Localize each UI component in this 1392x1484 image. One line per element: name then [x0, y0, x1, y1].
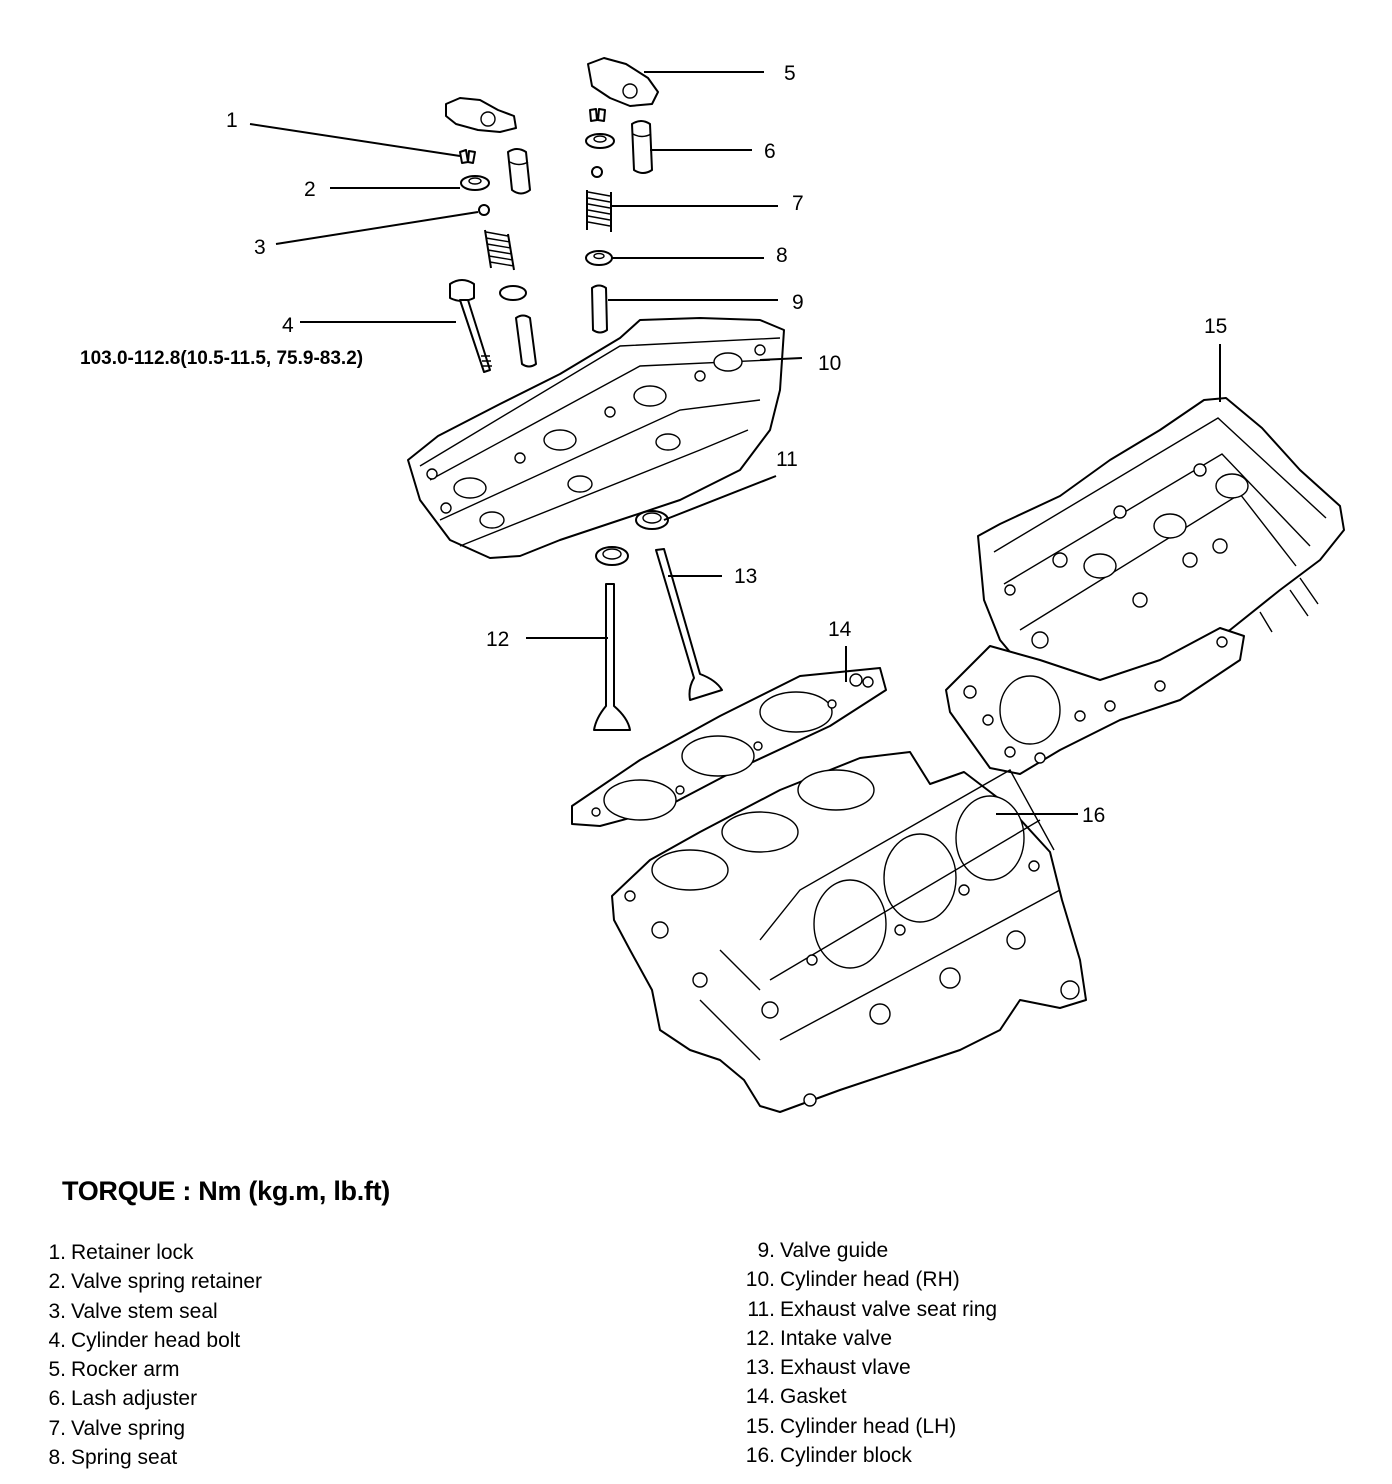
leader-lines: [249, 71, 1221, 815]
parts-legend-right: 9.Valve guide 10.Cylinder head (RH) 11.E…: [741, 1236, 997, 1470]
head-gasket-lh: [945, 627, 1245, 775]
callout-9: 9: [792, 291, 804, 314]
callout-4: 4: [282, 314, 294, 337]
legend-item: 14.Gasket: [745, 1385, 847, 1409]
cylinder-head-bolt: [449, 279, 492, 373]
valve-spring-center: [586, 190, 612, 232]
lash-adjuster-center: [631, 120, 653, 174]
legend-item: 2.Valve spring retainer: [48, 1270, 263, 1294]
legend-item: 8.Spring seat: [48, 1446, 178, 1470]
callout-15: 15: [1204, 315, 1227, 338]
callout-10: 10: [818, 352, 841, 375]
exploded-engine-diagram: 1 2 3 4 5 6 7 8 9 10 11 12 13 14 15 16 1…: [80, 57, 1345, 1113]
valve-guide-left: [515, 314, 537, 368]
retainer-lock-left: [459, 149, 476, 164]
callout-6: 6: [764, 140, 776, 163]
legend-item: 3.Valve stem seal: [48, 1299, 218, 1323]
legend-item: 13.Exhaust vlave: [745, 1356, 911, 1380]
legend-item: 9.Valve guide: [757, 1239, 889, 1262]
callout-5: 5: [784, 62, 796, 85]
callout-8: 8: [776, 244, 788, 267]
callout-11: 11: [776, 448, 798, 471]
torque-heading: TORQUE : Nm (kg.m, lb.ft): [62, 1176, 390, 1206]
legend-item: 5.Rocker arm: [48, 1358, 180, 1382]
cylinder-head-rh: [407, 317, 785, 559]
valve-spring-retainer-center: [585, 133, 615, 149]
cylinder-head-lh: [977, 397, 1345, 713]
valve-spring-left: [484, 229, 515, 271]
parts-legend-left: 1.Retainer lock 2.Valve spring retainer …: [46, 1238, 262, 1472]
retainer-lock-center: [589, 108, 606, 122]
cylinder-block: [611, 751, 1087, 1113]
legend-item: 11.Exhaust valve seat ring: [747, 1297, 998, 1321]
exhaust-valve: [655, 548, 723, 701]
valve-guide-center: [591, 284, 608, 334]
spring-seat-left: [499, 285, 527, 301]
callout-1: 1: [226, 109, 238, 132]
legend-item: 4.Cylinder head bolt: [48, 1328, 241, 1352]
torque-spec-bolt: 103.0-112.8(10.5-11.5, 75.9-83.2): [80, 348, 363, 369]
rocker-arm-left: [445, 97, 517, 133]
callout-16: 16: [1082, 804, 1105, 827]
valve-stem-seal-left: [478, 204, 490, 216]
rocker-arm-center: [587, 57, 659, 107]
legend-item: 7.Valve spring: [48, 1416, 186, 1440]
legend-item: 1.Retainer lock: [48, 1241, 194, 1264]
lash-adjuster-left: [507, 148, 531, 195]
callout-13: 13: [734, 565, 757, 588]
callout-7: 7: [792, 192, 804, 215]
callout-12: 12: [486, 628, 509, 651]
intake-valve: [593, 583, 631, 731]
legend-item: 15.Cylinder head (LH): [745, 1414, 957, 1438]
head-gasket-rh: [571, 667, 887, 827]
callout-2: 2: [304, 178, 316, 201]
callout-14: 14: [828, 618, 852, 641]
legend-item: 12.Intake valve: [745, 1326, 893, 1350]
legend-item: 10.Cylinder head (RH): [745, 1268, 960, 1292]
callout-3: 3: [254, 236, 266, 259]
legend-item: 16.Cylinder block: [745, 1444, 912, 1468]
legend-item: 6.Lash adjuster: [48, 1387, 198, 1411]
valve-stem-seal-center: [591, 166, 603, 178]
valve-spring-retainer-left: [460, 175, 490, 191]
